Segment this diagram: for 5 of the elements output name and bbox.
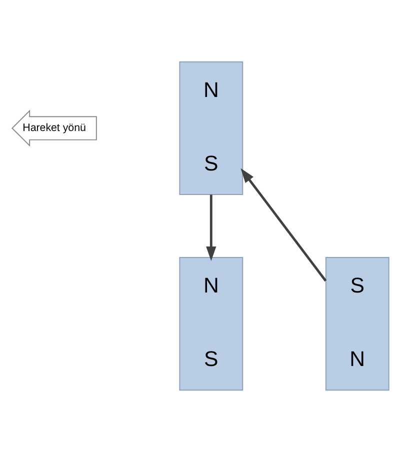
arrow [240,168,327,282]
node-box: N S [179,60,244,195]
node-box: N S [179,256,244,390]
arrow [206,194,216,260]
node-box: S N [325,256,390,390]
